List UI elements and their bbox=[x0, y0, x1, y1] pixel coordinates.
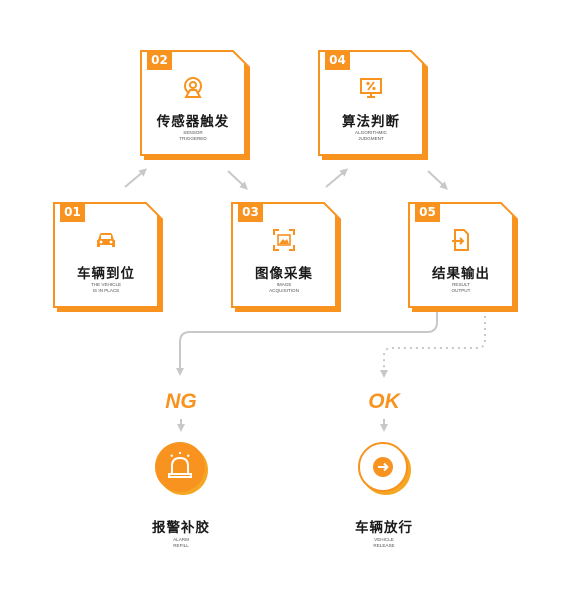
step-number: 01 bbox=[60, 202, 85, 222]
ng-label: NG bbox=[165, 390, 197, 413]
arrow-right-icon bbox=[378, 462, 389, 472]
arrow-04-05 bbox=[427, 170, 448, 190]
step-title: 车辆到位 bbox=[77, 266, 135, 282]
step-title: 传感器触发 bbox=[156, 114, 230, 130]
alarm-icon bbox=[168, 452, 192, 478]
percent-monitor-icon bbox=[360, 78, 382, 98]
arrow-03-04 bbox=[325, 168, 349, 188]
arrow-01-02 bbox=[124, 168, 148, 188]
step-number: 03 bbox=[238, 202, 263, 222]
step-number: 05 bbox=[415, 202, 440, 222]
output-icon bbox=[452, 229, 469, 251]
card-border bbox=[53, 202, 159, 308]
step-number: 04 bbox=[325, 50, 350, 70]
ok-label: OK bbox=[368, 390, 400, 413]
car-icon bbox=[97, 233, 115, 247]
ng-title: 报警补胶 bbox=[152, 520, 210, 536]
connector-ng bbox=[176, 312, 438, 376]
card-border bbox=[318, 50, 424, 156]
arrow-02-03 bbox=[227, 170, 248, 190]
connector-ok bbox=[380, 316, 486, 378]
step-title: 图像采集 bbox=[255, 266, 313, 282]
alarm-circle bbox=[155, 442, 208, 495]
card-border bbox=[408, 202, 514, 308]
step-title: 结果输出 bbox=[432, 266, 490, 282]
image-icon bbox=[273, 229, 295, 251]
release-circle bbox=[358, 442, 411, 495]
sensor-icon bbox=[184, 77, 202, 98]
card-border bbox=[231, 202, 337, 308]
card-border bbox=[140, 50, 246, 156]
step-title: 算法判断 bbox=[342, 114, 400, 130]
ok-title: 车辆放行 bbox=[355, 520, 413, 536]
step-number: 02 bbox=[147, 50, 172, 70]
